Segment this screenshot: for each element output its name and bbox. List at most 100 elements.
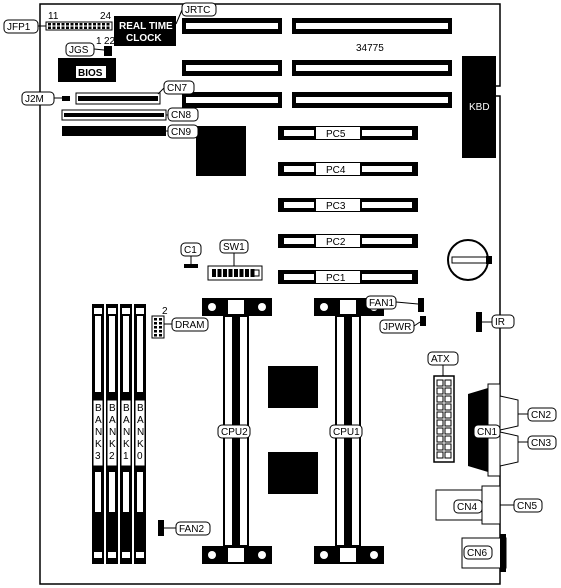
jpwr-jumper (420, 316, 426, 326)
callout-box (453, 499, 483, 514)
callout-box (219, 239, 249, 254)
pci-slot-label: PC5 (326, 129, 346, 140)
j2m-jumper (62, 96, 70, 101)
chipset-north (196, 126, 246, 176)
callout-box (180, 242, 202, 257)
fan1-header (418, 298, 424, 312)
jfp1-pin-left: 11 (48, 11, 59, 22)
dram-header (151, 315, 165, 339)
callout-cn7: CN7 (167, 83, 187, 94)
callout-cn2: CN2 (531, 410, 551, 421)
callout-box (175, 521, 211, 536)
callout-box (427, 351, 459, 366)
pci-slot-label: PC1 (326, 273, 346, 284)
callout-jfp1: JFP1 (7, 22, 31, 33)
chipset-chip (268, 452, 318, 494)
jfp1-pin-right: 24 (100, 11, 112, 22)
pci-slot-label: PC2 (326, 237, 346, 248)
pci-slot-label: PC3 (326, 201, 346, 212)
callout-j2m: J2M (25, 94, 44, 105)
kbd-connector (462, 56, 496, 158)
callout-cn4: CN4 (457, 502, 477, 513)
dimm-bank-letter: N (95, 427, 102, 438)
callout-box (365, 295, 397, 310)
rtc-text-line1: REAL TIME (119, 21, 173, 32)
dimm-bank-letter: B (109, 403, 116, 414)
callout-box (167, 107, 199, 122)
callout-fan2: FAN2 (179, 524, 204, 535)
callout-box (181, 2, 217, 17)
dimm-bank-letter: A (109, 415, 116, 426)
callout-box (163, 80, 195, 95)
real-time-clock-chip (114, 16, 176, 46)
dimm-bank-letter: 2 (109, 451, 115, 462)
callout-box (21, 91, 55, 106)
jgs-pin-left: 1 (96, 36, 102, 47)
callout-atx: ATX (431, 354, 450, 365)
callout-ir: IR (495, 317, 505, 328)
dimm-bank-letter: K (109, 439, 116, 450)
callout-jrtc: JRTC (185, 5, 210, 16)
callout-cn9: CN9 (171, 127, 191, 138)
fan2-header (158, 520, 164, 536)
callout-box (217, 424, 251, 439)
callout-box (513, 498, 543, 513)
callout-box (379, 319, 415, 334)
dimm-bank-letter: N (109, 427, 116, 438)
dimm-bank-letter: N (137, 427, 144, 438)
board-model-number: 34775 (356, 43, 384, 54)
callout-box (3, 19, 39, 34)
jgs-jumper (104, 46, 112, 56)
cn9-connector (62, 126, 166, 136)
callout-box (527, 435, 557, 450)
dimm-bank-letter: K (137, 439, 144, 450)
callout-box (527, 407, 557, 422)
callout-fan1: FAN1 (369, 298, 394, 309)
callout-box (171, 317, 209, 332)
callout-cpu1: CPU1 (333, 427, 360, 438)
dimm-bank-letter: B (137, 403, 144, 414)
bios-label: BIOS (78, 68, 103, 79)
callout-cn6: CN6 (467, 548, 487, 559)
callout-box (329, 424, 363, 439)
callout-box (473, 424, 501, 439)
callout-cn5: CN5 (517, 501, 537, 512)
ir-header (476, 312, 482, 332)
dimm-bank-letter: A (95, 415, 102, 426)
chipset-chip (268, 366, 318, 408)
callout-c1: C1 (184, 245, 197, 256)
jfp1-pins (48, 23, 110, 29)
dimm-bank-letter: B (95, 403, 102, 414)
callout-box (491, 314, 515, 329)
callout-cpu2: CPU2 (221, 427, 248, 438)
cn5-connector (481, 485, 501, 525)
c1-jumper (184, 264, 198, 268)
cn2-connector (499, 395, 519, 431)
callout-cn8: CN8 (171, 110, 191, 121)
dimm-bank-letter: A (137, 415, 144, 426)
callout-box (167, 124, 199, 139)
dimm-bank-letter: 1 (123, 451, 129, 462)
callout-dram: DRAM (175, 320, 204, 331)
callout-box (463, 545, 493, 560)
callout-cn3: CN3 (531, 438, 551, 449)
dimm-bank-letter: 3 (95, 451, 101, 462)
dimm-bank-letter: 0 (137, 451, 143, 462)
kbd-label: KBD (469, 102, 490, 113)
dimm-bank-letter: K (123, 439, 130, 450)
rtc-text-line2: CLOCK (126, 33, 162, 44)
dram-pin-label: 2 (162, 306, 168, 317)
dimm-bank-letter: B (123, 403, 130, 414)
dimm-bank-letter: A (123, 415, 130, 426)
callout-jgs: JGS (69, 45, 89, 56)
jgs-pin-right: 22 (104, 36, 116, 47)
dimm-bank-letter: K (95, 439, 102, 450)
pci-slot-label: PC4 (326, 165, 346, 176)
callout-box (65, 42, 95, 57)
callout-sw1: SW1 (223, 242, 245, 253)
callout-cn1: CN1 (477, 427, 497, 438)
dimm-bank-letter: N (123, 427, 130, 438)
